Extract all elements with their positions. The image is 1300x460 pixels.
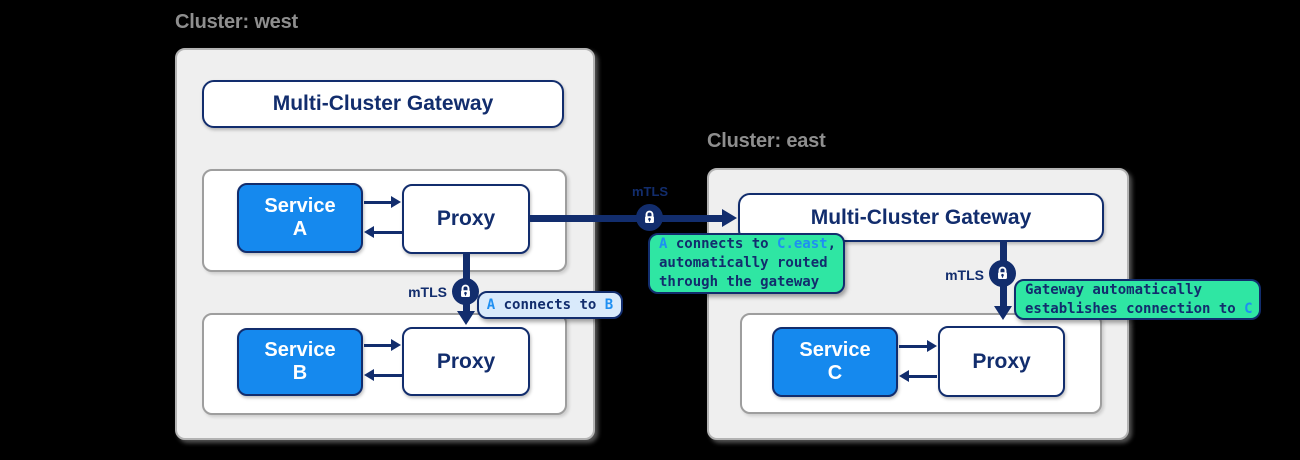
- proxy-a-label: Proxy: [436, 207, 496, 230]
- gateway-west-label: Multi-Cluster Gateway: [272, 92, 494, 115]
- gateway-east-label: Multi-Cluster Gateway: [810, 205, 1032, 229]
- service-b-to-proxy-line: [364, 344, 392, 347]
- proxy-to-service-b-arrowhead: [364, 369, 374, 381]
- cluster-west-title: Cluster: west: [175, 11, 298, 33]
- proxy-to-service-c-line: [908, 375, 937, 378]
- service-a: Service A: [237, 183, 363, 253]
- mtls-label-horizontal: mTLS: [631, 184, 669, 199]
- mtls-lock-icon-horizontal: [636, 204, 663, 231]
- tooltip-a-to-c-line3: through the gateway: [659, 274, 820, 290]
- lock-glyph: [645, 210, 654, 224]
- tooltip-gateway-to-c-line1: Gateway automatically: [1025, 281, 1203, 298]
- proxy-to-service-b-line: [373, 374, 402, 377]
- mtls-lock-icon-west: [452, 278, 479, 305]
- proxy-a: Proxy: [402, 184, 530, 254]
- service-c-label: Service: [799, 339, 871, 361]
- service-c-letter: C: [827, 362, 843, 384]
- proxy-to-service-c-arrowhead: [899, 370, 909, 382]
- mtls-label-west: mTLS: [408, 284, 447, 300]
- proxy-to-service-a-arrowhead: [364, 226, 374, 238]
- tooltip-gateway-connects-to-c: Gateway automatically establishes connec…: [1014, 279, 1261, 320]
- tooltip-a-connects-to-c-east: A connects to C.east, automatically rout…: [648, 233, 845, 294]
- service-c-to-proxy-line: [899, 345, 927, 348]
- tooltip-a-to-b-text: A connects to B: [486, 296, 614, 313]
- service-b-to-proxy-arrowhead: [391, 339, 401, 351]
- gateway-to-c-arrowhead: [994, 306, 1012, 320]
- west-to-east-arrowhead: [722, 209, 737, 227]
- proxy-b: Proxy: [402, 327, 530, 396]
- service-c-to-proxy-arrowhead: [927, 340, 937, 352]
- service-b-letter: B: [292, 362, 308, 384]
- lock-glyph: [461, 284, 470, 298]
- service-c: Service C: [772, 327, 898, 397]
- lock-glyph: [998, 266, 1007, 280]
- tooltip-a-connects-to-b: A connects to B: [477, 291, 623, 319]
- gateway-west: Multi-Cluster Gateway: [202, 80, 564, 128]
- service-b-label: Service: [264, 339, 336, 361]
- service-a-to-proxy-line: [364, 201, 392, 204]
- proxy-c: Proxy: [938, 326, 1065, 397]
- tooltip-gateway-to-c-line2: establishes connection to C: [1025, 300, 1253, 317]
- proxy-b-label: Proxy: [436, 349, 496, 373]
- tooltip-a-to-c-line2: automatically routed: [659, 255, 828, 271]
- tooltip-a-to-c-line1: A connects to C.east,: [659, 236, 837, 252]
- cluster-east-title: Cluster: east: [707, 130, 826, 152]
- proxy-to-service-a-line: [373, 231, 402, 234]
- mtls-lock-icon-east: [989, 260, 1016, 287]
- mtls-label-east: mTLS: [945, 267, 984, 283]
- service-a-label: Service: [264, 195, 336, 217]
- service-a-letter: A: [292, 218, 308, 240]
- service-a-to-proxy-arrowhead: [391, 196, 401, 208]
- proxy-c-label: Proxy: [972, 349, 1031, 373]
- service-b: Service B: [237, 328, 363, 396]
- a-to-b-arrowhead: [457, 311, 475, 325]
- west-to-east-connection-line: [530, 215, 722, 222]
